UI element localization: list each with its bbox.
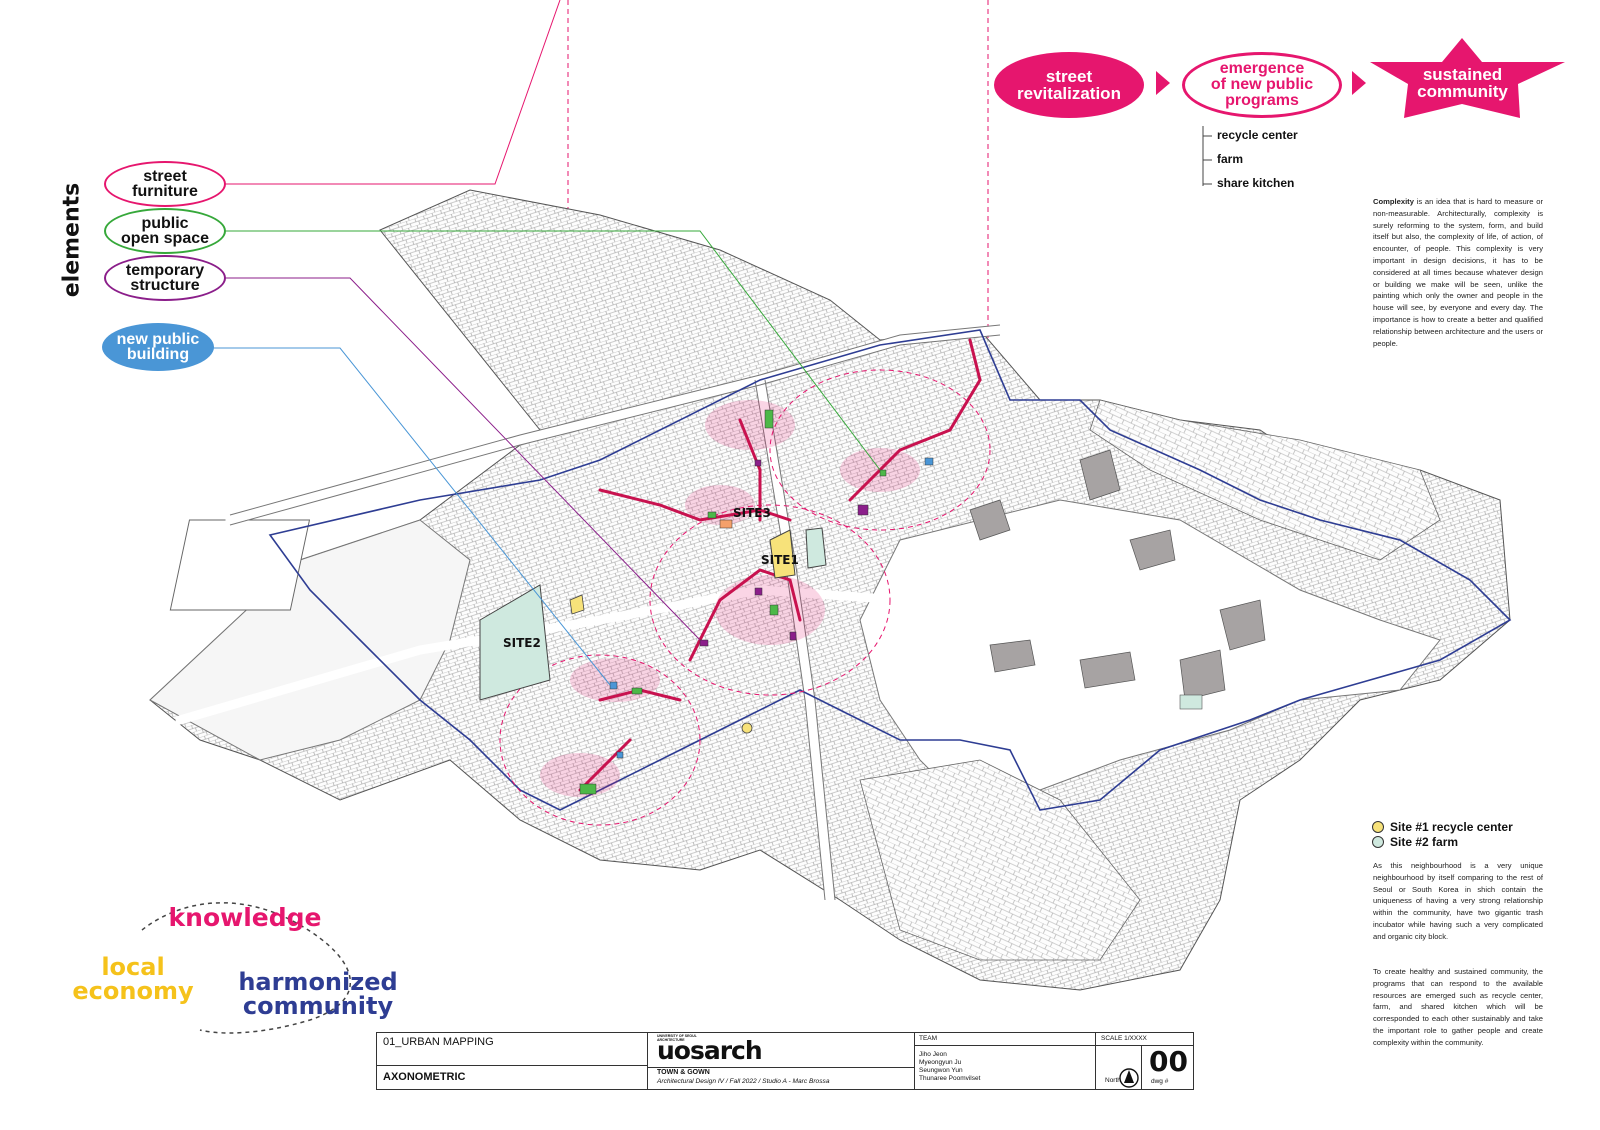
north-label: North [1105,1077,1121,1084]
goal-knowledge: knowledge [168,903,322,932]
small-farm-marker [1179,694,1203,710]
legend-site1: Site #1 recycle center [1372,820,1513,834]
site2-shape [479,584,551,701]
site2-label: SITE2 [503,636,541,650]
south-fabric [859,759,1141,961]
leader-lines [212,0,881,686]
radius-rings [499,369,991,826]
green-dot-icon [1372,836,1384,848]
neighbourhood-paragraph-2: To create healthy and sustained communit… [1373,967,1543,1047]
yellow-dot-icon [1372,821,1384,833]
scale-label: SCALE 1/XXXX [1101,1035,1147,1042]
open-space-shape [805,527,827,569]
flow-arrows [1156,71,1366,95]
road-edges [229,324,1001,901]
small-yellow-marker [569,594,585,615]
title-block: 01_URBAN MAPPING AXONOMETRIC UNIVERSITY … [376,1032,1194,1090]
complexity-paragraph: Complexity is an idea that is hard to me… [1373,197,1543,348]
site3-label: SITE3 [733,506,771,520]
team-member: Seungwon Yun [919,1067,963,1074]
intervention-markers [579,409,934,795]
yellow-dot-marker [741,722,753,734]
drawing-number-label: dwg # [1151,1078,1169,1085]
district-fabric [149,189,1511,991]
team-member: Myeongyun Ju [919,1059,962,1066]
neighbourhood-paragraph-1: As this neighbourhood is a very unique n… [1373,861,1543,941]
uosarch-logo: uosarch [657,1036,763,1065]
view-title: AXONOMETRIC [383,1071,466,1083]
school-name: UNIVERSITY OF SEOUL ARCHITECTURE [657,1034,697,1042]
team-label: TEAM [919,1035,938,1042]
team-member: Jiho Jeon [919,1051,947,1058]
program-recycle-center: recycle center [1217,128,1298,142]
sustained-community-star [1370,38,1565,118]
revitalized-streets [578,338,982,792]
project-name: TOWN & GOWN [657,1069,710,1076]
program-share-kitchen: share kitchen [1217,176,1295,190]
course-info: Architectural Design IV / Fall 2022 / St… [657,1078,830,1085]
sheet-title: 01_URBAN MAPPING [383,1036,494,1048]
site1-label: SITE1 [761,553,799,567]
campus-buildings [969,449,1266,701]
programs-bracket [1202,126,1212,186]
warehouse-block [169,519,311,611]
north-arrow-icon [1119,1068,1139,1088]
drawing-number: 00 [1149,1045,1188,1078]
team-member: Thunaree Poomvilset [919,1075,981,1082]
program-farm: farm [1217,152,1244,166]
goals-cycle-curve [141,902,351,1034]
west-industrial [149,519,471,761]
east-fabric [1089,399,1441,561]
site1-shape [769,529,796,579]
study-boundary [268,329,1512,811]
elements-heading: elements [59,182,85,298]
campus-area [859,499,1441,821]
legend-site2: Site #2 farm [1372,835,1458,849]
